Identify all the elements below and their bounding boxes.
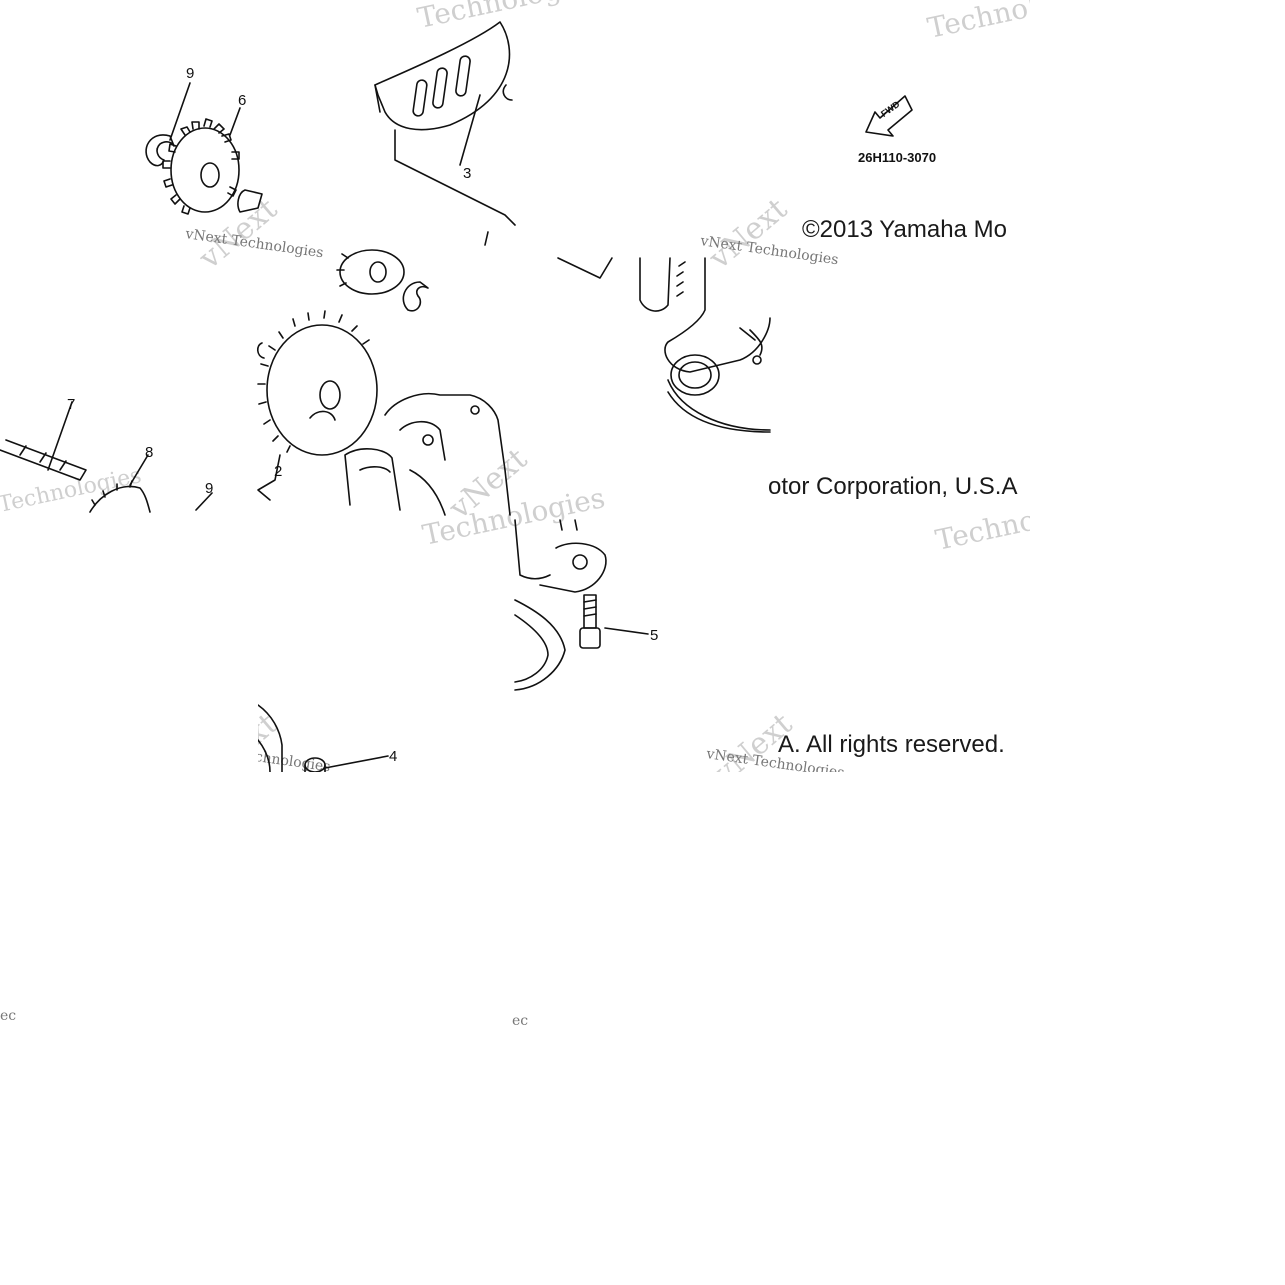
watermark-fragment: ec xyxy=(512,1013,528,1029)
copyright-segment-1: ©2013 Yamaha Mo xyxy=(802,216,1007,243)
watermark-fragment: ec xyxy=(0,1008,16,1024)
callout-label: 3 xyxy=(463,165,471,182)
callout-label: 8 xyxy=(145,444,153,461)
watermark-technologies: Technologies xyxy=(420,481,608,552)
part-code: 26H110-3070 xyxy=(858,150,937,165)
cover-part-3 xyxy=(374,21,516,226)
circlip-center xyxy=(402,281,429,312)
callout-label: 4 xyxy=(389,748,397,765)
watermark-technologies: Technologies xyxy=(415,0,603,35)
callout-label: 6 xyxy=(238,92,246,109)
callout-label: 7 xyxy=(67,396,75,413)
callout-layer: 9 6 3 7 8 9 2 5 4 xyxy=(67,65,658,765)
gear-part-8 xyxy=(89,454,151,513)
watermark-technologies: Technologies xyxy=(0,463,144,518)
fwd-arrow-icon xyxy=(865,95,913,137)
shaft-part-7 xyxy=(0,401,87,481)
oil-pump-body xyxy=(309,392,511,516)
pump-housing-lower xyxy=(514,519,607,691)
callout-label: 9 xyxy=(186,65,194,82)
gear-small-center xyxy=(336,249,405,295)
pump-housing-upper xyxy=(557,257,771,433)
gear-part-6 xyxy=(162,118,263,215)
gear-part-2 xyxy=(256,310,378,501)
callout-label: 5 xyxy=(650,627,658,644)
bolt-part-5 xyxy=(579,594,649,649)
dowel-part-4 xyxy=(257,704,389,773)
callout-label: 9 xyxy=(205,480,213,497)
callout-label: 2 xyxy=(274,463,282,480)
copyright-segment-2: otor Corporation, U.S.A xyxy=(768,473,1018,500)
copyright-segment-3: A. All rights reserved. xyxy=(778,731,1005,758)
circlip-part-9 xyxy=(145,134,175,167)
